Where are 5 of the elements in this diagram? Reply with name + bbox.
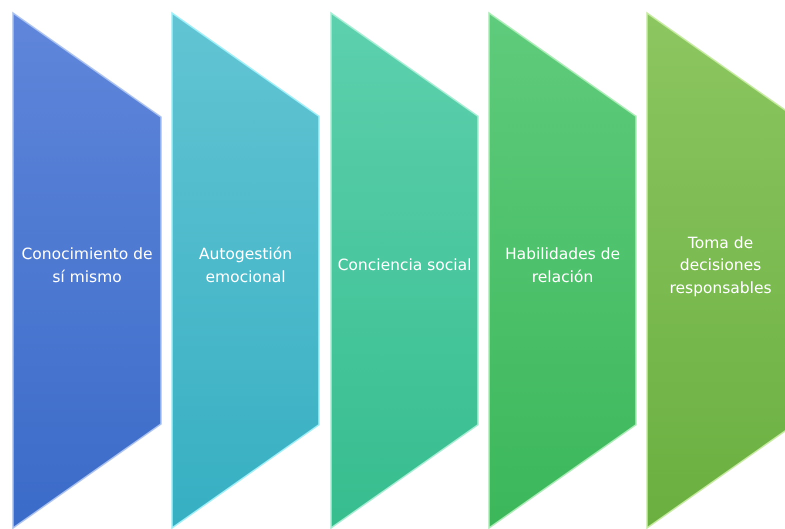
step-label: Conocimiento de sí mismo (20, 244, 154, 288)
step-label: Autogestión emocional (198, 244, 294, 288)
step-label: Conciencia social (336, 255, 472, 276)
step-label: Toma de decisiones responsables (668, 232, 773, 299)
step-label: Habilidades de relación (504, 244, 621, 288)
